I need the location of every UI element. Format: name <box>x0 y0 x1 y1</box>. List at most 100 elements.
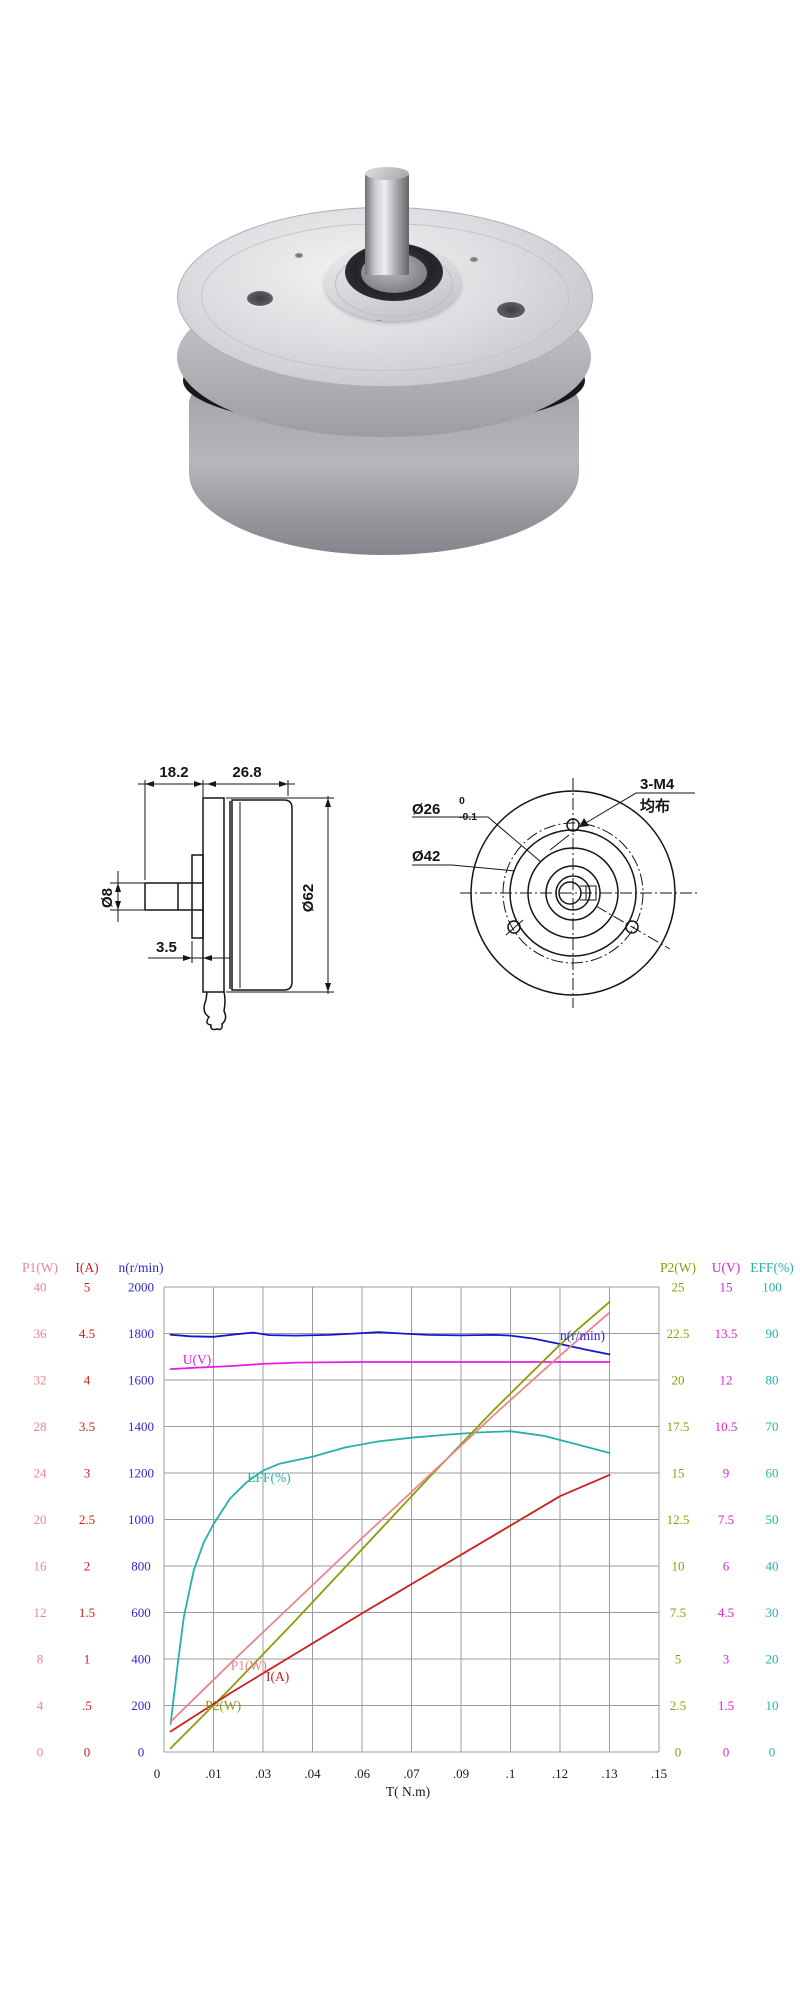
axis-tick-label: 22.5 <box>667 1326 690 1341</box>
series-P2(W) <box>169 1301 611 1750</box>
axis-tick-label: 32 <box>34 1373 47 1388</box>
motor-shaft <box>365 171 409 275</box>
x-axis-tick-label: .13 <box>601 1766 617 1781</box>
axis-tick-label: .5 <box>82 1698 92 1713</box>
axis-tick-label: 2 <box>84 1559 91 1574</box>
axis-tick-label: 1.5 <box>79 1605 95 1620</box>
dim-body-diameter: Ø62 <box>300 884 317 912</box>
axis-tick-label: 80 <box>766 1373 779 1388</box>
axis-tick-label: 1800 <box>128 1326 154 1341</box>
axis-tick-label: 6 <box>723 1559 730 1574</box>
drawing-front-view: Ø26 0 -0.1 Ø42 3-M4 均布 <box>412 776 700 1008</box>
axis-tick-label: 60 <box>766 1466 779 1481</box>
axis-title: n(r/min) <box>119 1260 164 1275</box>
dim-body-length: 26.8 <box>232 764 261 781</box>
axis-tick-label: 12.5 <box>667 1512 690 1527</box>
axis-tick-label: 100 <box>762 1280 782 1295</box>
axis-tick-label: 4.5 <box>79 1326 95 1341</box>
axis-tick-label: 3.5 <box>79 1419 95 1434</box>
axis-tick-label: 16 <box>34 1559 48 1574</box>
curve-label-I(A): I(A) <box>266 1669 289 1684</box>
axis-tick-label: 3 <box>723 1652 730 1667</box>
axis-tick-label: 4 <box>37 1698 44 1713</box>
axis-tick-label: 0 <box>84 1745 91 1760</box>
axis-tick-label: 40 <box>34 1280 47 1295</box>
x-axis-tick-label: .06 <box>354 1766 371 1781</box>
axis-tick-label: 800 <box>131 1559 151 1574</box>
axis-tick-label: 10.5 <box>715 1419 738 1434</box>
axis-title: U(V) <box>712 1260 741 1275</box>
axis-tick-label: 0 <box>138 1745 145 1760</box>
axis-tick-label: 28 <box>34 1419 47 1434</box>
motor-shaft-top <box>365 167 409 180</box>
axis-tick-label: 3 <box>84 1466 91 1481</box>
screw-hole-top <box>566 818 580 832</box>
x-axis-tick-label: .07 <box>403 1766 420 1781</box>
axis-tick-label: 50 <box>766 1512 779 1527</box>
series-EFF(%) <box>169 1430 611 1726</box>
dim-shaft-length: 18.2 <box>159 764 188 781</box>
x-axis-tick-label: .09 <box>453 1766 469 1781</box>
series-U(V) <box>169 1361 611 1370</box>
axis-tick-label: 30 <box>766 1605 779 1620</box>
performance-chart: P1(W)4036322824201612840I(A)54.543.532.5… <box>22 1260 794 1799</box>
axis-tick-label: 90 <box>766 1326 779 1341</box>
screw-hole-lower-right <box>625 920 639 934</box>
dimension-drawing: 18.2 26.8 Ø8 3.5 Ø62 <box>99 764 700 1031</box>
series-n(r/min) <box>169 1331 611 1356</box>
axis-tick-label: 1200 <box>128 1466 154 1481</box>
dim-boss-thickness: 3.5 <box>156 939 177 956</box>
axis-tick-label: 17.5 <box>667 1419 690 1434</box>
axis-tick-label: 40 <box>766 1559 779 1574</box>
axis-tick-label: 20 <box>34 1512 47 1527</box>
x-axis-tick-label: .03 <box>255 1766 271 1781</box>
axis-tick-label: 70 <box>766 1419 779 1434</box>
axis-title: I(A) <box>75 1260 98 1275</box>
axis-tick-label: 36 <box>34 1326 48 1341</box>
axis-title: P2(W) <box>660 1260 696 1275</box>
axis-tick-label: 4.5 <box>718 1605 734 1620</box>
axis-tick-label: 1600 <box>128 1373 154 1388</box>
axis-title: P1(W) <box>22 1260 58 1275</box>
motor-screw-dot-2 <box>470 257 478 262</box>
motor-cable <box>203 991 227 1031</box>
axis-tick-label: 600 <box>131 1605 151 1620</box>
x-axis-tick-label: .1 <box>506 1766 516 1781</box>
axis-tick-label: 7.5 <box>670 1605 686 1620</box>
curve-label-U(V): U(V) <box>183 1352 212 1367</box>
axis-I(A): I(A)54.543.532.521.51.50 <box>75 1260 98 1760</box>
product-photo <box>175 165 595 555</box>
motor-screw-dot-1 <box>295 253 303 258</box>
axis-title: EFF(%) <box>750 1260 794 1275</box>
axis-tick-label: 0 <box>675 1745 682 1760</box>
axis-n(r/min): n(r/min)20001800160014001200100080060040… <box>119 1260 164 1760</box>
axis-tick-label: 2.5 <box>79 1512 95 1527</box>
curve-label-n(r/min): n(r/min) <box>560 1328 605 1343</box>
axis-tick-label: 2.5 <box>670 1698 686 1713</box>
x-axis-tick-label: .01 <box>205 1766 221 1781</box>
x-axis-title: T( N.m) <box>386 1784 430 1799</box>
axis-tick-label: 0 <box>723 1745 730 1760</box>
x-axis-tick-label: .12 <box>552 1766 568 1781</box>
axis-tick-label: 25 <box>672 1280 685 1295</box>
axis-tick-label: 0 <box>769 1745 776 1760</box>
screw-note-line1: 3-M4 <box>640 776 675 793</box>
x-axis-tick-label: 0 <box>154 1766 161 1781</box>
curve-label-P1(W): P1(W) <box>231 1658 267 1673</box>
axis-tick-label: 400 <box>131 1652 151 1667</box>
axis-tick-label: 15 <box>672 1466 685 1481</box>
axis-tick-label: 1400 <box>128 1419 154 1434</box>
axis-tick-label: 12 <box>34 1605 47 1620</box>
axis-tick-label: 20 <box>766 1652 779 1667</box>
axis-tick-label: 1 <box>84 1652 91 1667</box>
series-P1(W) <box>169 1311 611 1723</box>
x-axis-tick-label: .15 <box>651 1766 667 1781</box>
drawing-side-view: 18.2 26.8 Ø8 3.5 Ø62 <box>99 764 334 1031</box>
axis-tick-label: 200 <box>131 1698 151 1713</box>
axis-tick-label: 5 <box>84 1280 91 1295</box>
axis-tick-label: 4 <box>84 1373 91 1388</box>
